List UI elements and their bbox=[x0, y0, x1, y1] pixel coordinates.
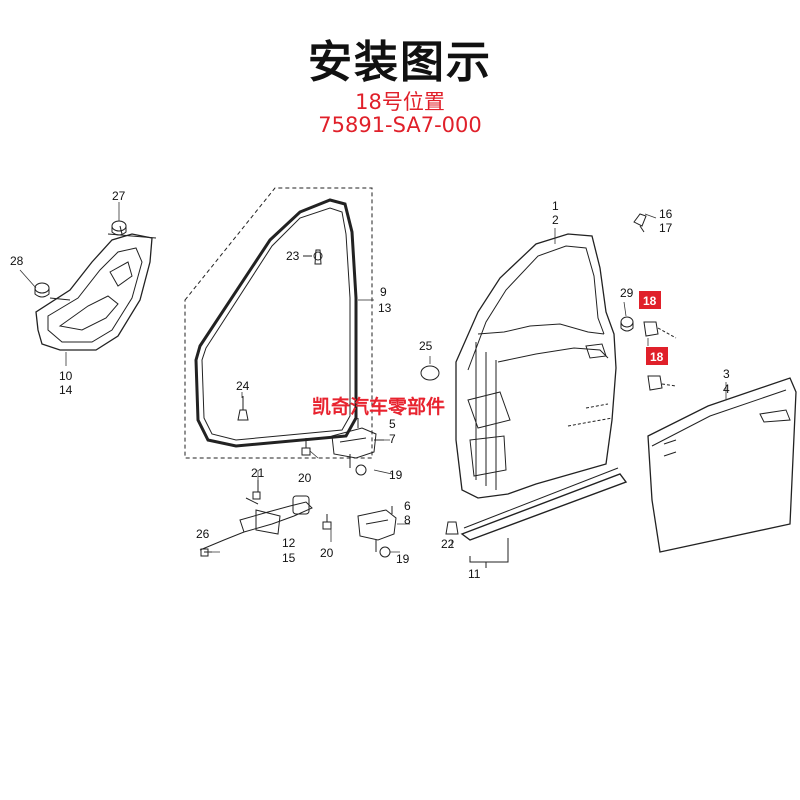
callout-18-lower: 18 bbox=[650, 350, 664, 364]
callout-14: 14 bbox=[59, 383, 73, 397]
callout-8: 8 bbox=[404, 513, 411, 527]
callout-26: 26 bbox=[196, 527, 210, 541]
callout-20-lower: 20 bbox=[320, 546, 334, 560]
callout-20-upper: 20 bbox=[298, 471, 312, 485]
nut-18-lower bbox=[647, 375, 677, 391]
callout-15: 15 bbox=[282, 551, 296, 565]
callout-16: 16 bbox=[659, 207, 673, 221]
callout-12: 12 bbox=[282, 536, 296, 550]
leader-lines bbox=[19, 202, 727, 553]
callout-5: 5 bbox=[389, 417, 396, 431]
callout-25: 25 bbox=[419, 339, 433, 353]
callout-9: 9 bbox=[380, 285, 387, 299]
callout-10: 10 bbox=[59, 369, 73, 383]
lower-hinge bbox=[357, 506, 397, 558]
bushing-27 bbox=[111, 220, 127, 236]
door-trim-panel bbox=[35, 225, 157, 351]
callout-7: 7 bbox=[389, 432, 396, 446]
callout-22: 22 bbox=[441, 537, 455, 551]
callout-29: 29 bbox=[620, 286, 634, 300]
callout-19-lower: 19 bbox=[396, 552, 410, 566]
callout-3: 3 bbox=[723, 367, 730, 381]
position-label: 18号位置 bbox=[355, 90, 445, 114]
bolt-20-lower bbox=[322, 514, 332, 530]
callout-23: 23 bbox=[286, 249, 300, 263]
callout-6: 6 bbox=[404, 499, 411, 513]
door-molding bbox=[460, 467, 628, 568]
door-outer-panel bbox=[647, 377, 797, 553]
page-title: 安装图示 bbox=[308, 37, 492, 88]
highlight-box-18-lower bbox=[646, 347, 668, 365]
callout-13: 13 bbox=[378, 301, 392, 315]
callout-18-upper: 18 bbox=[643, 294, 657, 308]
door-frame bbox=[455, 233, 617, 499]
callout-17: 17 bbox=[659, 221, 673, 235]
fastener-29 bbox=[620, 316, 634, 332]
callout-21: 21 bbox=[251, 466, 265, 480]
callout-4: 4 bbox=[723, 382, 730, 396]
callout-24: 24 bbox=[236, 379, 250, 393]
callout-2: 2 bbox=[552, 213, 559, 227]
weatherstrip-assembly bbox=[184, 187, 373, 459]
part-number: 75891-SA7-000 bbox=[318, 113, 482, 137]
grommet-25 bbox=[420, 365, 440, 381]
clip-16-17 bbox=[633, 213, 647, 233]
highlight-box-18-upper bbox=[639, 291, 661, 309]
callout-28: 28 bbox=[10, 254, 24, 268]
callout-11: 11 bbox=[468, 567, 481, 581]
bushing-28 bbox=[34, 282, 71, 301]
upper-hinge bbox=[331, 418, 384, 476]
clip-22 bbox=[445, 521, 459, 535]
clip-23 bbox=[303, 249, 323, 265]
callout-1: 1 bbox=[552, 199, 559, 213]
callout-19-upper: 19 bbox=[389, 468, 403, 482]
nut-18-upper bbox=[643, 321, 677, 339]
clip-24 bbox=[237, 396, 249, 421]
callout-27: 27 bbox=[112, 189, 126, 203]
watermark: 凯奇汽车零部件 bbox=[312, 395, 445, 418]
